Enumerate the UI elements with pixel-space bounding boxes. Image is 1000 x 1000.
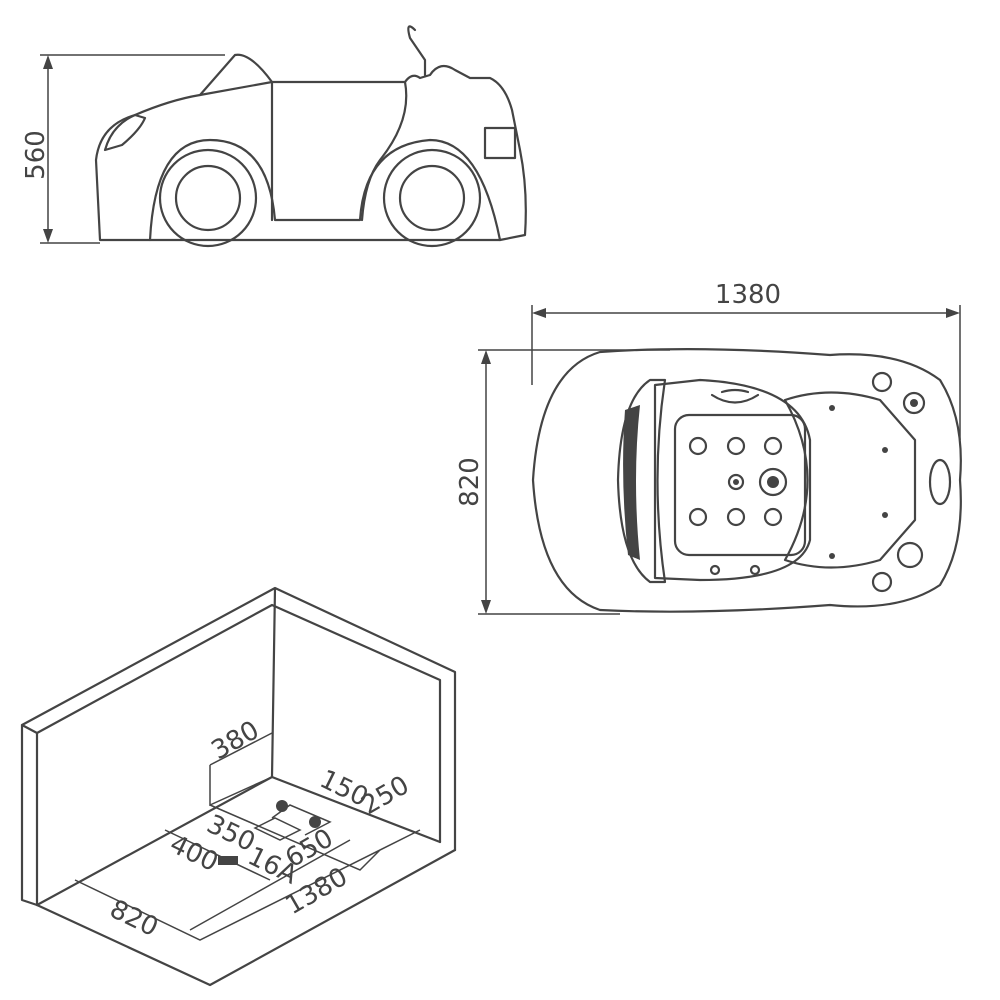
car-body-outline bbox=[94, 53, 527, 242]
label-380: 380 bbox=[207, 715, 265, 766]
windshield-line bbox=[198, 80, 274, 222]
windshield-shade bbox=[623, 405, 640, 560]
length-label: 1380 bbox=[715, 280, 781, 310]
door-line bbox=[360, 80, 408, 222]
rear-wheel-outer bbox=[382, 148, 482, 248]
top-view: 1380 820 bbox=[455, 280, 962, 615]
label-820: 820 bbox=[105, 894, 163, 943]
floor-outline bbox=[35, 848, 457, 987]
power-socket-icon bbox=[218, 856, 238, 865]
back-rest bbox=[783, 391, 917, 569]
rear-light bbox=[928, 458, 952, 506]
headlight bbox=[103, 113, 147, 152]
side-view: 560 bbox=[21, 25, 527, 248]
faucet-icon bbox=[896, 541, 924, 569]
valve-icon bbox=[309, 816, 321, 828]
wall-inner-edge bbox=[35, 603, 442, 844]
pillow-icon bbox=[710, 388, 760, 404]
rear-wheel-inner bbox=[398, 164, 466, 232]
width-label: 820 bbox=[455, 457, 485, 507]
front-wheel-outer bbox=[158, 148, 258, 248]
dimension-lines bbox=[74, 804, 421, 941]
foot-pad bbox=[673, 413, 807, 557]
seat-well bbox=[653, 378, 812, 582]
valve-icon bbox=[276, 800, 288, 812]
control-knob bbox=[871, 371, 893, 393]
shower-handle bbox=[407, 25, 427, 77]
height-label: 560 bbox=[21, 130, 51, 180]
front-wheel-inner bbox=[174, 164, 242, 232]
installation-view: 380 150 250 350 650 400 16A 1380 820 bbox=[20, 586, 457, 987]
jets bbox=[688, 405, 888, 576]
control-knob bbox=[871, 571, 893, 593]
rear-panel bbox=[483, 126, 517, 160]
control-knob bbox=[902, 391, 926, 415]
tub-outline bbox=[531, 348, 962, 613]
